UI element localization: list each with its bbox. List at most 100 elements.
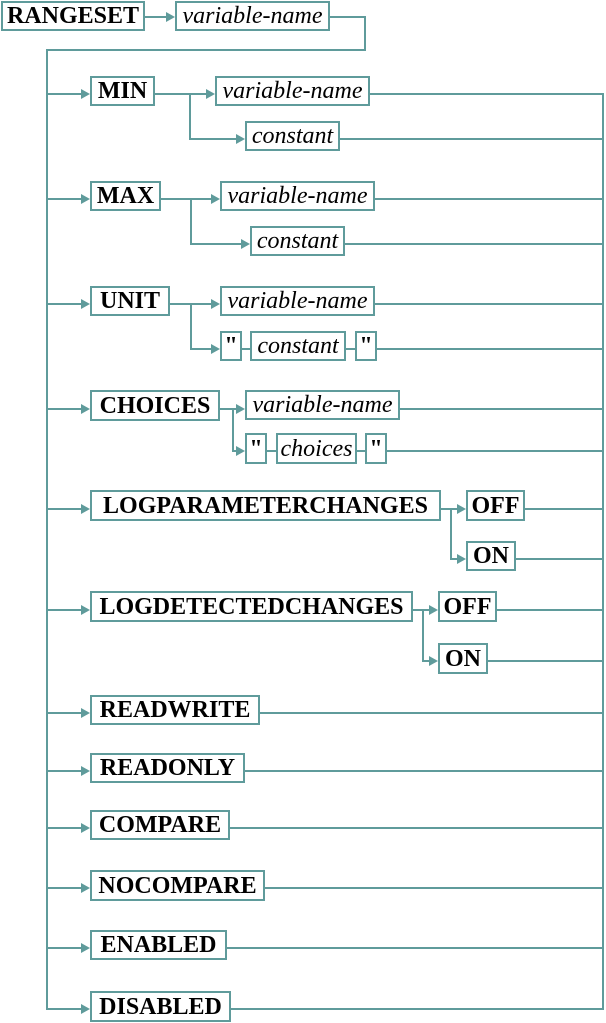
arrowhead-right-icon bbox=[211, 344, 220, 354]
arrowhead-right-icon bbox=[206, 89, 215, 99]
arrowhead-right-icon bbox=[81, 504, 90, 514]
arrowhead-right-icon bbox=[211, 194, 220, 204]
nocompare-exit-line bbox=[265, 887, 604, 889]
arrowhead-right-icon bbox=[81, 194, 90, 204]
node-logdetected-off: OFF bbox=[438, 591, 497, 622]
choices-varname-exit-line bbox=[400, 408, 604, 410]
node-min-constant: constant bbox=[245, 121, 340, 151]
arrowhead-right-icon bbox=[81, 404, 90, 414]
arrowhead-right-icon bbox=[429, 656, 438, 666]
choices-quote-val-line bbox=[267, 450, 276, 452]
logdetected-on-in-line bbox=[423, 660, 431, 662]
unit-branch-line bbox=[47, 303, 83, 305]
node-choices-quote-open: " bbox=[245, 433, 267, 464]
node-max: MAX bbox=[90, 181, 161, 211]
max-constant-in-line bbox=[191, 243, 243, 245]
choices-quote-exit-line bbox=[387, 450, 604, 452]
unit-quote-exit-line bbox=[377, 348, 604, 350]
arrowhead-right-icon bbox=[457, 554, 466, 564]
arrowhead-right-icon bbox=[81, 823, 90, 833]
unit-quote-in-line bbox=[191, 348, 213, 350]
max-split-line bbox=[190, 198, 192, 245]
node-rangeset: RANGESET bbox=[1, 1, 145, 31]
logdetected-branch-line bbox=[47, 609, 83, 611]
arrowhead-right-icon bbox=[211, 299, 220, 309]
node-choices: CHOICES bbox=[90, 390, 220, 421]
min-varname-exit-line bbox=[370, 93, 604, 95]
node-unit-quote-open: " bbox=[220, 331, 242, 361]
compare-branch-line bbox=[47, 827, 83, 829]
max-branch-line bbox=[47, 198, 83, 200]
readonly-exit-line bbox=[245, 770, 604, 772]
unit-split-line bbox=[190, 303, 192, 350]
arrowhead-right-icon bbox=[236, 446, 245, 456]
arrowhead-right-icon bbox=[81, 708, 90, 718]
choices-split-line bbox=[232, 408, 234, 452]
logdetected-off-exit-line bbox=[497, 609, 604, 611]
choices-branch-line bbox=[47, 408, 83, 410]
disabled-branch-line bbox=[47, 1008, 83, 1010]
arrowhead-right-icon bbox=[81, 943, 90, 953]
logparam-split-line bbox=[450, 508, 452, 560]
arrowhead-right-icon bbox=[166, 12, 175, 22]
trunk-line bbox=[46, 49, 48, 1010]
arrowhead-right-icon bbox=[81, 299, 90, 309]
unit-varname-exit-line bbox=[375, 303, 604, 305]
logdetected-on-exit-line bbox=[488, 660, 604, 662]
arrowhead-right-icon bbox=[429, 605, 438, 615]
rangeset-out-line bbox=[145, 16, 168, 18]
node-nocompare: NOCOMPARE bbox=[90, 870, 265, 901]
node-logdetected-on: ON bbox=[438, 643, 488, 674]
arrowhead-right-icon bbox=[81, 883, 90, 893]
choices-split-in-line bbox=[220, 408, 238, 410]
top-return-line bbox=[46, 49, 366, 51]
unit-quote-const-line bbox=[242, 348, 250, 350]
node-choices-value: choices bbox=[276, 433, 357, 464]
node-logdetectedchanges: LOGDETECTEDCHANGES bbox=[90, 591, 413, 622]
node-unit-variable-name: variable-name bbox=[220, 286, 375, 316]
node-logparameterchanges: LOGPARAMETERCHANGES bbox=[90, 490, 441, 521]
logdetected-split-line bbox=[422, 609, 424, 662]
max-varname-exit-line bbox=[375, 198, 604, 200]
node-readonly: READONLY bbox=[90, 753, 245, 783]
compare-exit-line bbox=[230, 827, 604, 829]
readonly-branch-line bbox=[47, 770, 83, 772]
node-min-variable-name: variable-name bbox=[215, 76, 370, 106]
logparam-branch-line bbox=[47, 508, 83, 510]
arrowhead-right-icon bbox=[81, 1004, 90, 1014]
min-branch-line bbox=[47, 93, 83, 95]
nocompare-branch-line bbox=[47, 887, 83, 889]
node-unit-quote-close: " bbox=[355, 331, 377, 361]
choices-quote-in-line bbox=[233, 450, 238, 452]
node-max-constant: constant bbox=[250, 226, 345, 256]
choices-val-quote-line bbox=[357, 450, 365, 452]
top-turn-line bbox=[364, 16, 366, 51]
max-constant-exit-line bbox=[345, 243, 604, 245]
node-enabled: ENABLED bbox=[90, 930, 227, 960]
node-logparam-off: OFF bbox=[466, 490, 525, 521]
node-choices-quote-close: " bbox=[365, 433, 387, 464]
node-compare: COMPARE bbox=[90, 810, 230, 840]
node-readwrite: READWRITE bbox=[90, 695, 260, 725]
arrowhead-right-icon bbox=[81, 605, 90, 615]
logparam-off-exit-line bbox=[525, 508, 604, 510]
readwrite-exit-line bbox=[260, 712, 604, 714]
min-split-in-line bbox=[155, 93, 208, 95]
min-constant-exit-line bbox=[340, 138, 604, 140]
enabled-branch-line bbox=[47, 947, 83, 949]
readwrite-branch-line bbox=[47, 712, 83, 714]
node-rangeset-variable-name: variable-name bbox=[175, 1, 330, 31]
node-disabled: DISABLED bbox=[90, 991, 231, 1022]
arrowhead-right-icon bbox=[241, 239, 250, 249]
node-unit: UNIT bbox=[90, 286, 170, 316]
varname-exit-line bbox=[330, 16, 366, 18]
node-unit-constant: constant bbox=[250, 331, 346, 361]
disabled-exit-line bbox=[231, 1008, 604, 1010]
unit-const-quote-line bbox=[346, 348, 355, 350]
arrowhead-right-icon bbox=[236, 134, 245, 144]
node-logparam-on: ON bbox=[466, 541, 516, 571]
min-split-line bbox=[189, 93, 191, 140]
logparam-on-in-line bbox=[451, 558, 459, 560]
arrowhead-right-icon bbox=[457, 504, 466, 514]
arrowhead-right-icon bbox=[236, 404, 245, 414]
